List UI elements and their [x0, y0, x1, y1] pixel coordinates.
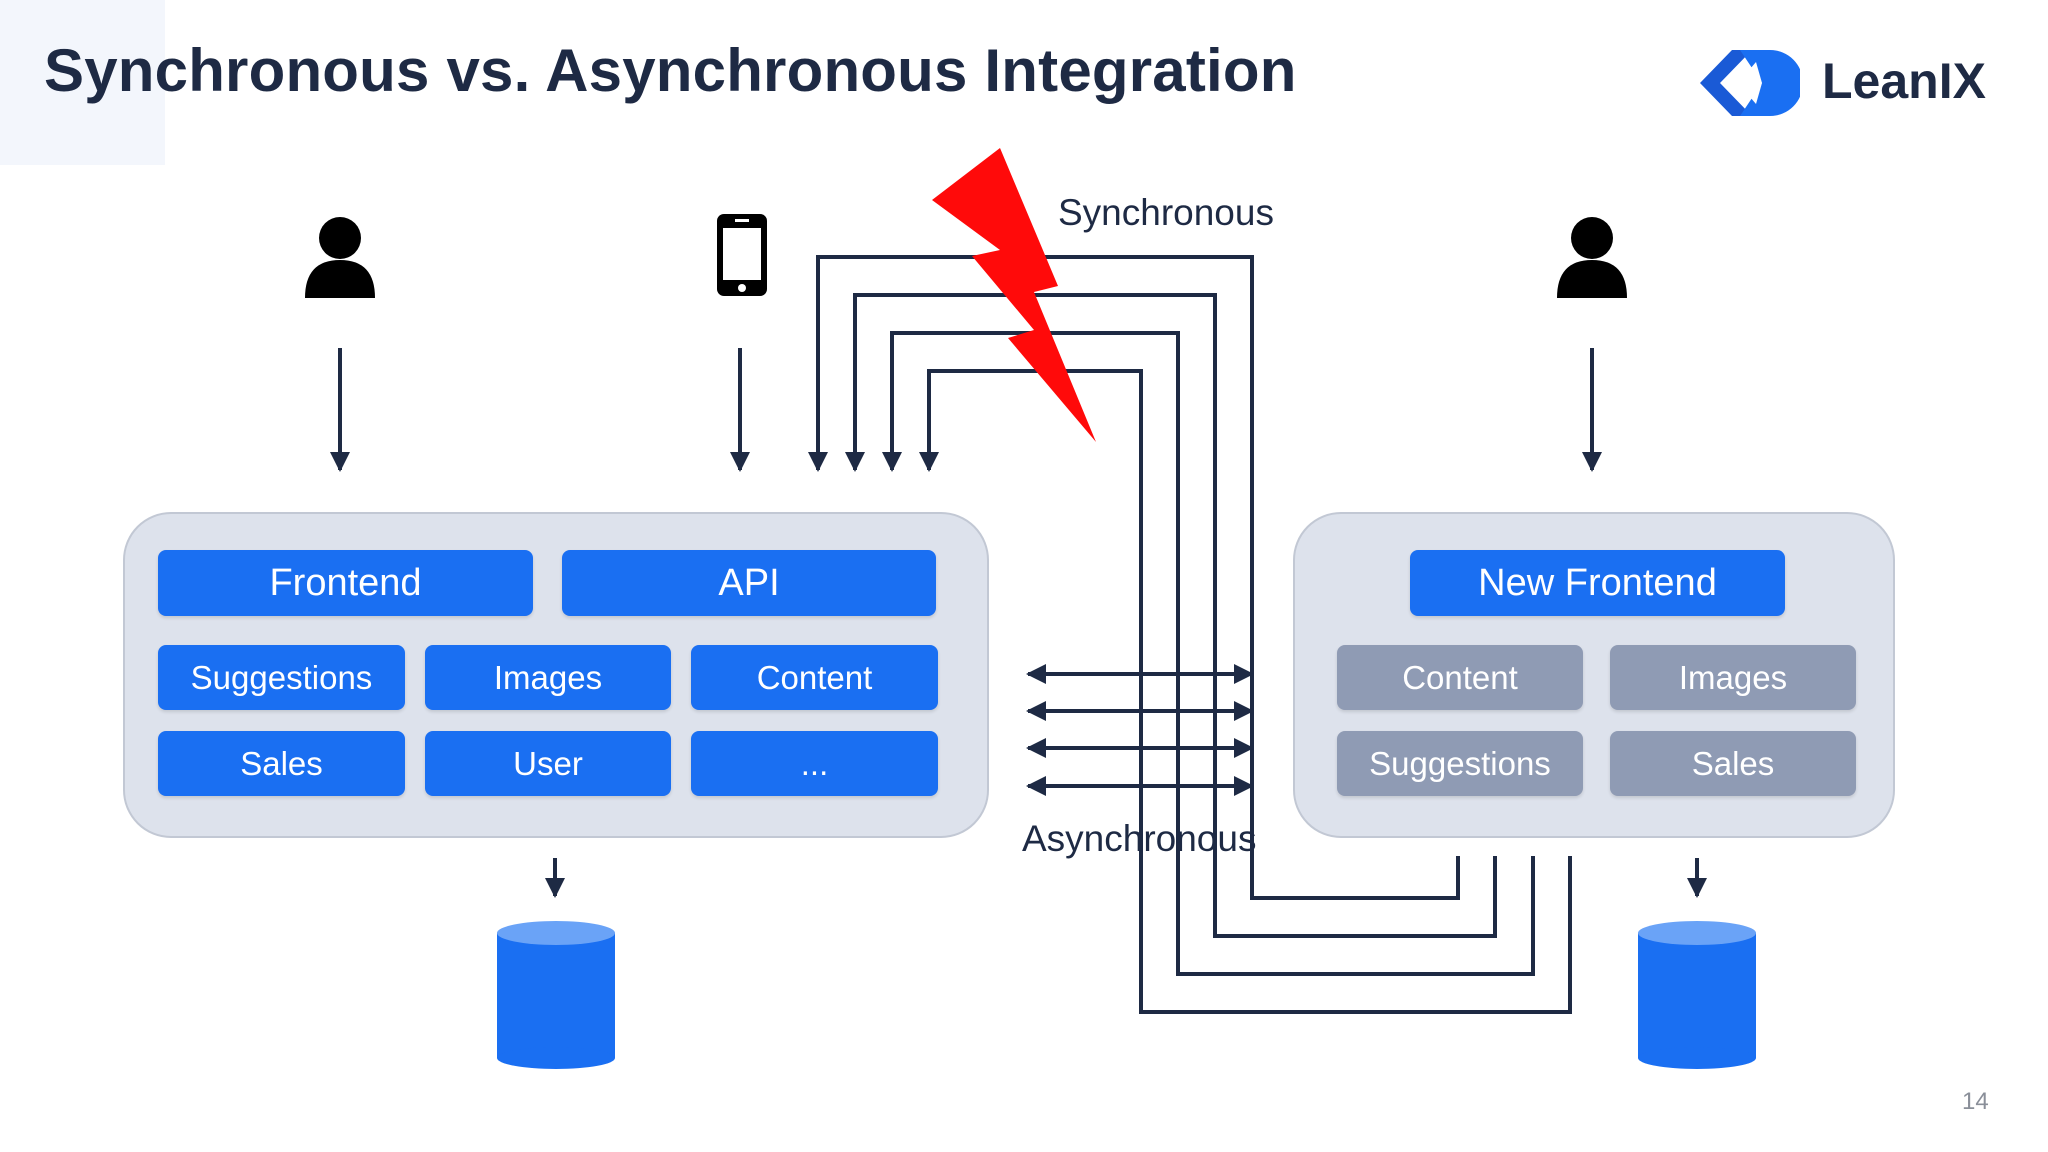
frontend-box: Frontend [158, 550, 533, 616]
slide-title: Synchronous vs. Asynchronous Integration [44, 37, 1297, 104]
actor-arrows [330, 348, 1602, 472]
right-content-box: Content [1337, 645, 1583, 710]
right-sales-box: Sales [1610, 731, 1856, 796]
synchronous-lines [808, 255, 1572, 1014]
asynchronous-label: Asynchronous [1022, 818, 1257, 859]
asynchronous-arrows [1026, 664, 1254, 796]
new-frontend-box: New Frontend [1410, 550, 1785, 616]
sales-box: Sales [158, 731, 405, 796]
database-icon [1638, 921, 1756, 1069]
mobile-phone-icon [717, 214, 767, 296]
database-icon [497, 921, 615, 1069]
suggestions-box: Suggestions [158, 645, 405, 710]
right-images-box: Images [1610, 645, 1856, 710]
ellipsis-box: ... [691, 731, 938, 796]
user-icon [305, 217, 375, 298]
lightning-icon [932, 148, 1096, 442]
images-box: Images [425, 645, 671, 710]
leanix-logo: LeanIX [1700, 46, 2010, 120]
corner-tint [0, 0, 165, 165]
database-arrows [545, 858, 1707, 898]
logo-text: LeanIX [1822, 53, 1986, 109]
user-icon [1557, 217, 1627, 298]
api-box: API [562, 550, 936, 616]
page-number: 14 [1962, 1088, 1989, 1115]
content-box: Content [691, 645, 938, 710]
synchronous-label: Synchronous [1058, 192, 1274, 233]
user-box: User [425, 731, 671, 796]
leanix-logo-icon [1700, 50, 1803, 116]
right-suggestions-box: Suggestions [1337, 731, 1583, 796]
